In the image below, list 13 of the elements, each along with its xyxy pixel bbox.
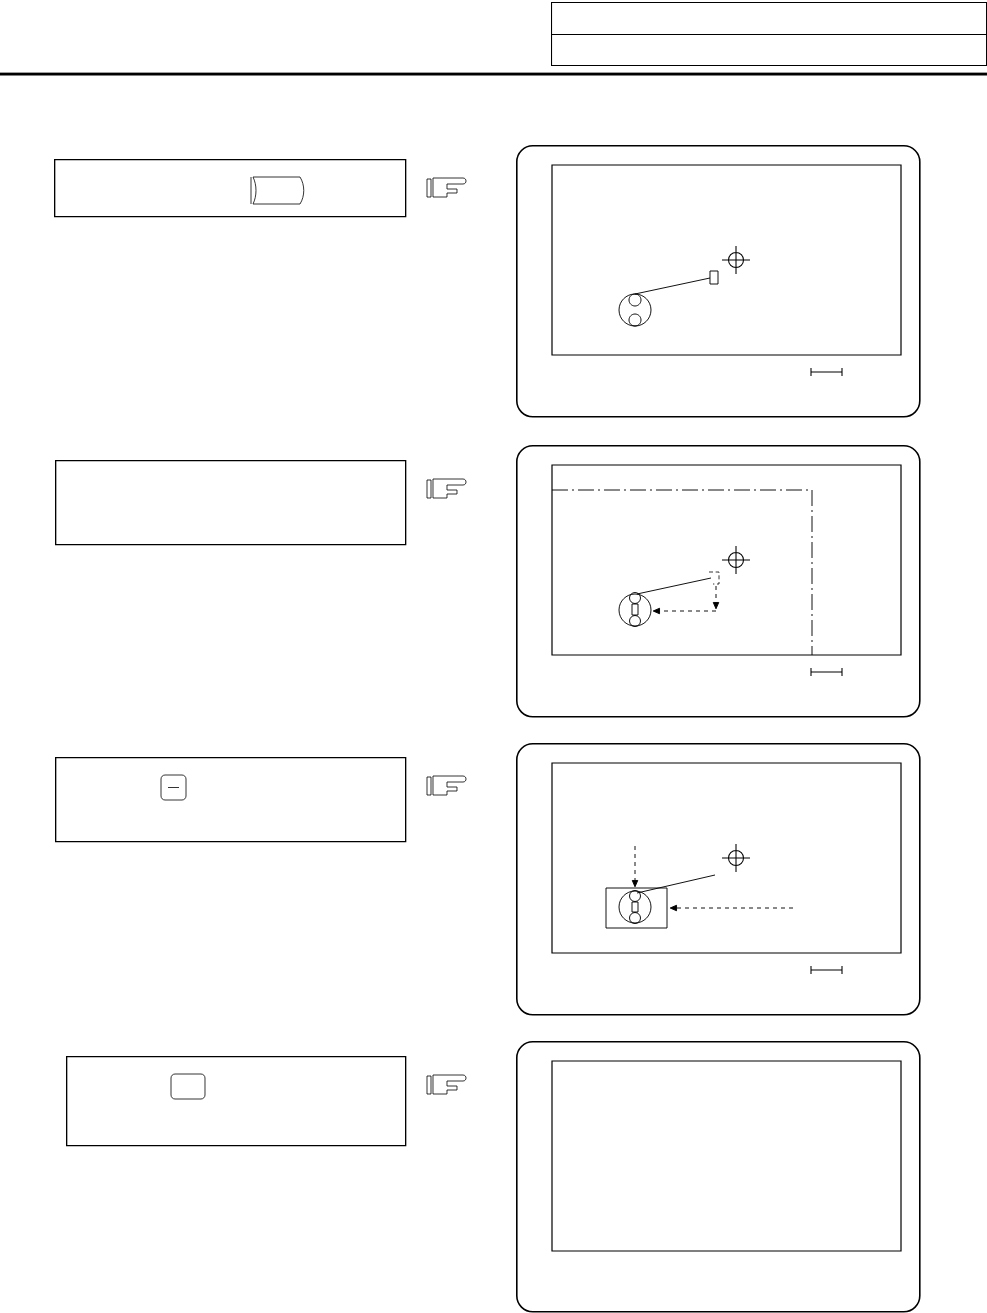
instruction-box bbox=[54, 159, 407, 218]
screen-frame bbox=[516, 445, 921, 718]
key-icon bbox=[250, 176, 305, 205]
header-cell bbox=[551, 34, 987, 67]
key-icon bbox=[170, 1073, 206, 1100]
instruction-box bbox=[55, 757, 407, 843]
key-icon bbox=[160, 774, 187, 801]
screen-frame bbox=[516, 145, 921, 418]
screen-frame bbox=[516, 743, 921, 1016]
screen-frame bbox=[516, 1041, 921, 1313]
instruction-box bbox=[66, 1056, 407, 1147]
header-cell bbox=[551, 2, 987, 36]
instruction-box bbox=[55, 460, 407, 546]
